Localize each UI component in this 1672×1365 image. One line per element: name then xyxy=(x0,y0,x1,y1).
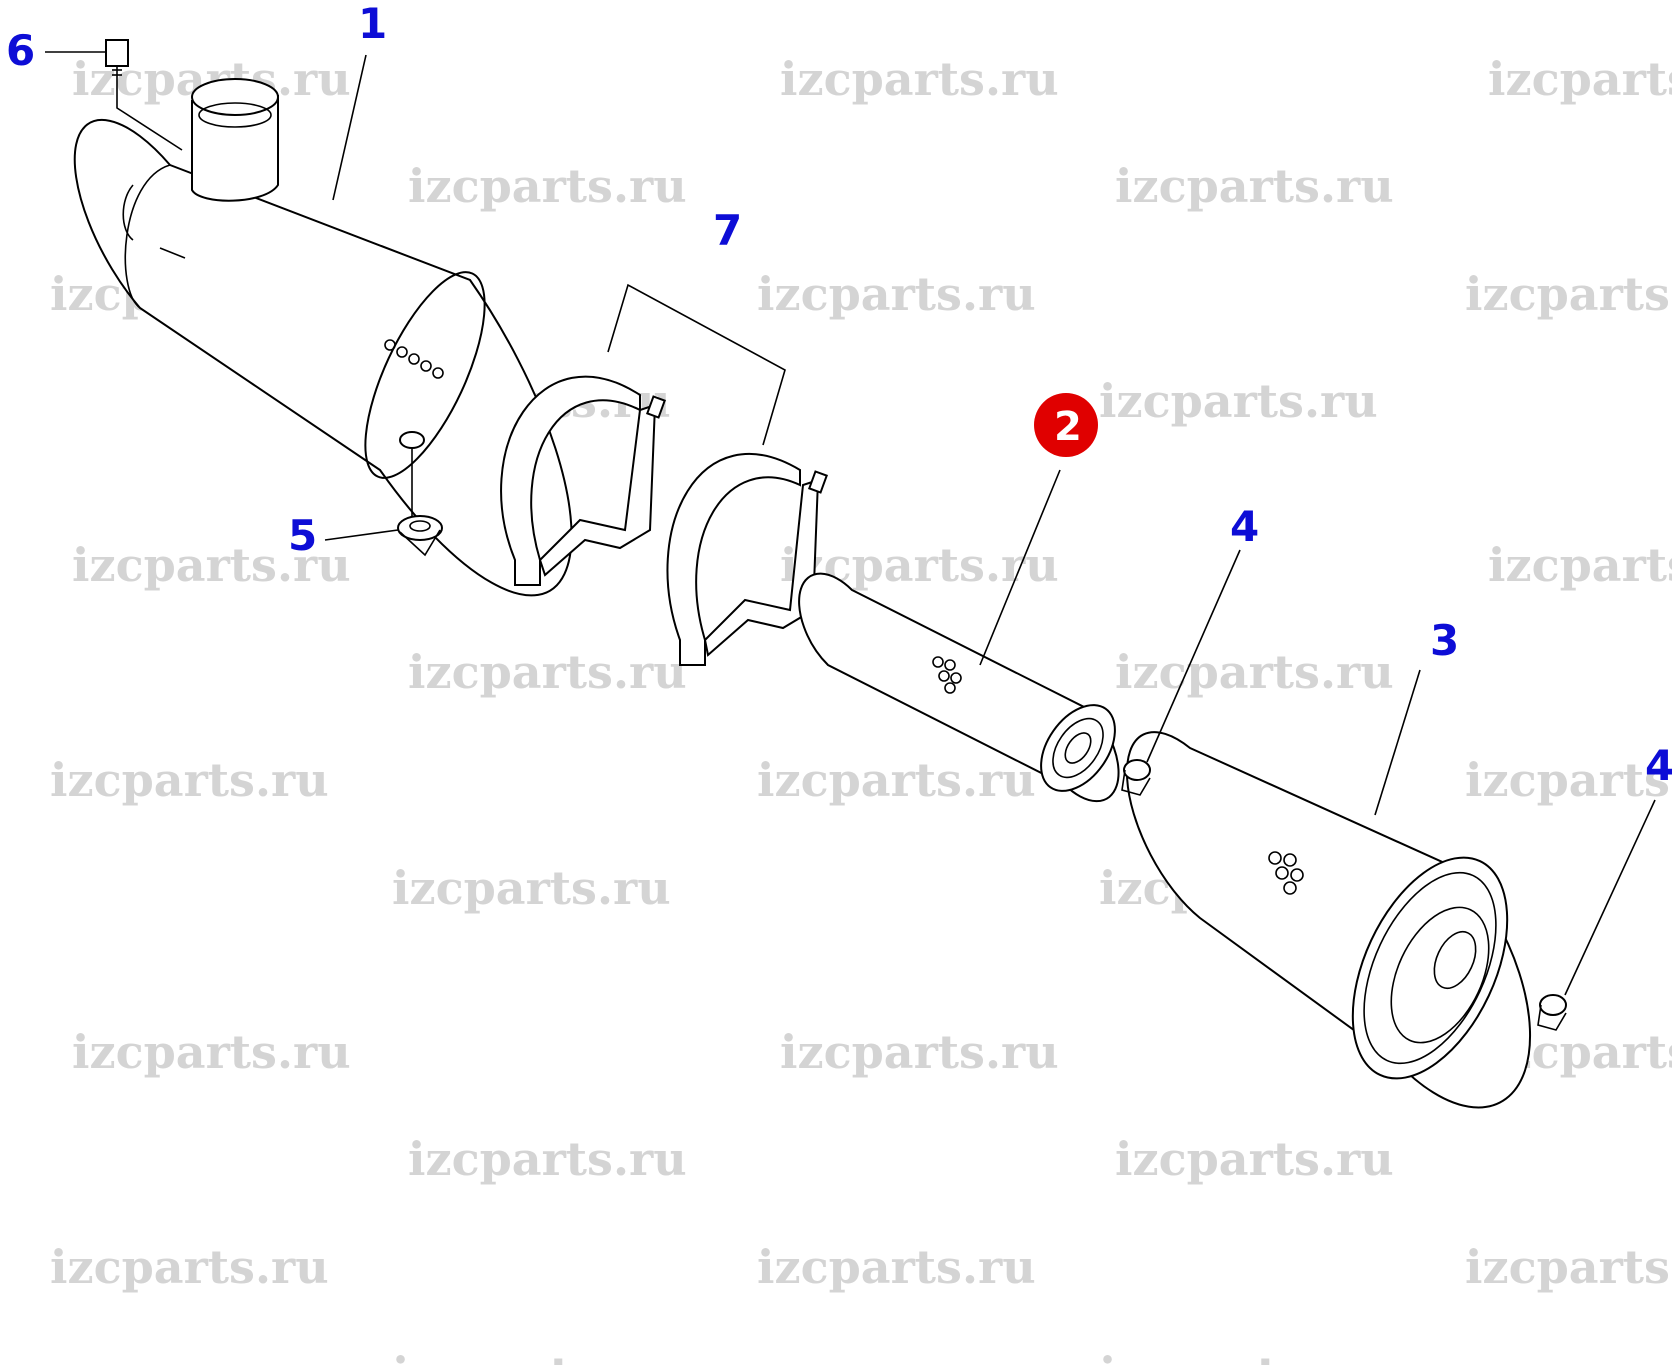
watermark: izcparts.ru xyxy=(757,267,1036,321)
watermark: izcparts.ru xyxy=(1115,1132,1394,1186)
filter-logo-icon xyxy=(1268,851,1304,895)
watermark: izcparts.ru xyxy=(1488,538,1672,592)
dust-valve[interactable] xyxy=(397,515,443,557)
callout-6[interactable]: 6 xyxy=(6,26,35,75)
watermark: izcparts.ru xyxy=(757,753,1036,807)
watermark: izcparts.ru xyxy=(1099,1347,1378,1365)
vent-slots xyxy=(384,339,444,379)
watermark: izcparts.ru xyxy=(408,645,687,699)
watermark: izcparts.ru xyxy=(50,753,329,807)
watermark: izcparts.ru xyxy=(392,1347,671,1365)
watermark: izcparts.ru xyxy=(1465,267,1672,321)
outer-filter-element[interactable] xyxy=(1125,731,1539,1109)
watermark: izcparts.ru xyxy=(50,1240,329,1294)
callout-1[interactable]: 1 xyxy=(358,0,387,48)
watermark: izcparts.ru xyxy=(757,1240,1036,1294)
watermark: izcparts.ru xyxy=(392,861,671,915)
mounting-band[interactable] xyxy=(500,283,828,666)
watermark: izcparts.ru xyxy=(1465,1240,1672,1294)
watermark: izcparts.ru xyxy=(780,52,1059,106)
leader-5 xyxy=(324,529,399,541)
callout-4[interactable]: 4 xyxy=(1230,502,1259,551)
watermark: izcparts.ru xyxy=(1115,645,1394,699)
leader-4b xyxy=(1564,799,1656,996)
callout-labels: 1 2 3 4 4 5 6 7 xyxy=(6,0,1672,790)
leader-4a xyxy=(1146,549,1241,763)
callout-5[interactable]: 5 xyxy=(288,511,317,560)
watermark: izcparts.ru xyxy=(408,159,687,213)
callout-4[interactable]: 4 xyxy=(1645,741,1672,790)
air-cleaner-housing[interactable] xyxy=(73,78,573,597)
callout-7[interactable]: 7 xyxy=(713,206,742,255)
watermark: izcparts.ru xyxy=(1488,52,1672,106)
leader-2 xyxy=(979,469,1061,666)
callout-2[interactable]: 2 xyxy=(1054,404,1082,450)
filter-logo-icon xyxy=(932,656,962,694)
watermark: izcparts.ru xyxy=(408,1132,687,1186)
watermark: izcparts.ru xyxy=(1465,753,1672,807)
wing-nut[interactable] xyxy=(1537,994,1567,1031)
watermark: izcparts.ru xyxy=(1115,159,1394,213)
callout-3[interactable]: 3 xyxy=(1430,616,1459,665)
watermark: izcparts.ru xyxy=(72,538,351,592)
leader-1 xyxy=(332,54,367,201)
wing-nut[interactable] xyxy=(1121,759,1151,796)
plug[interactable] xyxy=(105,39,183,151)
watermark: izcparts.ru xyxy=(72,1025,351,1079)
leader-lines xyxy=(45,51,1656,996)
watermark-layer: izcparts.ru izcparts.ru izcparts.ru izcp… xyxy=(50,52,1672,1365)
watermark: izcparts.ru xyxy=(1099,374,1378,428)
highlight-marker xyxy=(1034,393,1098,457)
inner-filter-element[interactable] xyxy=(798,572,1130,805)
leader-3 xyxy=(1374,669,1421,816)
watermark: izcparts.ru xyxy=(780,1025,1059,1079)
